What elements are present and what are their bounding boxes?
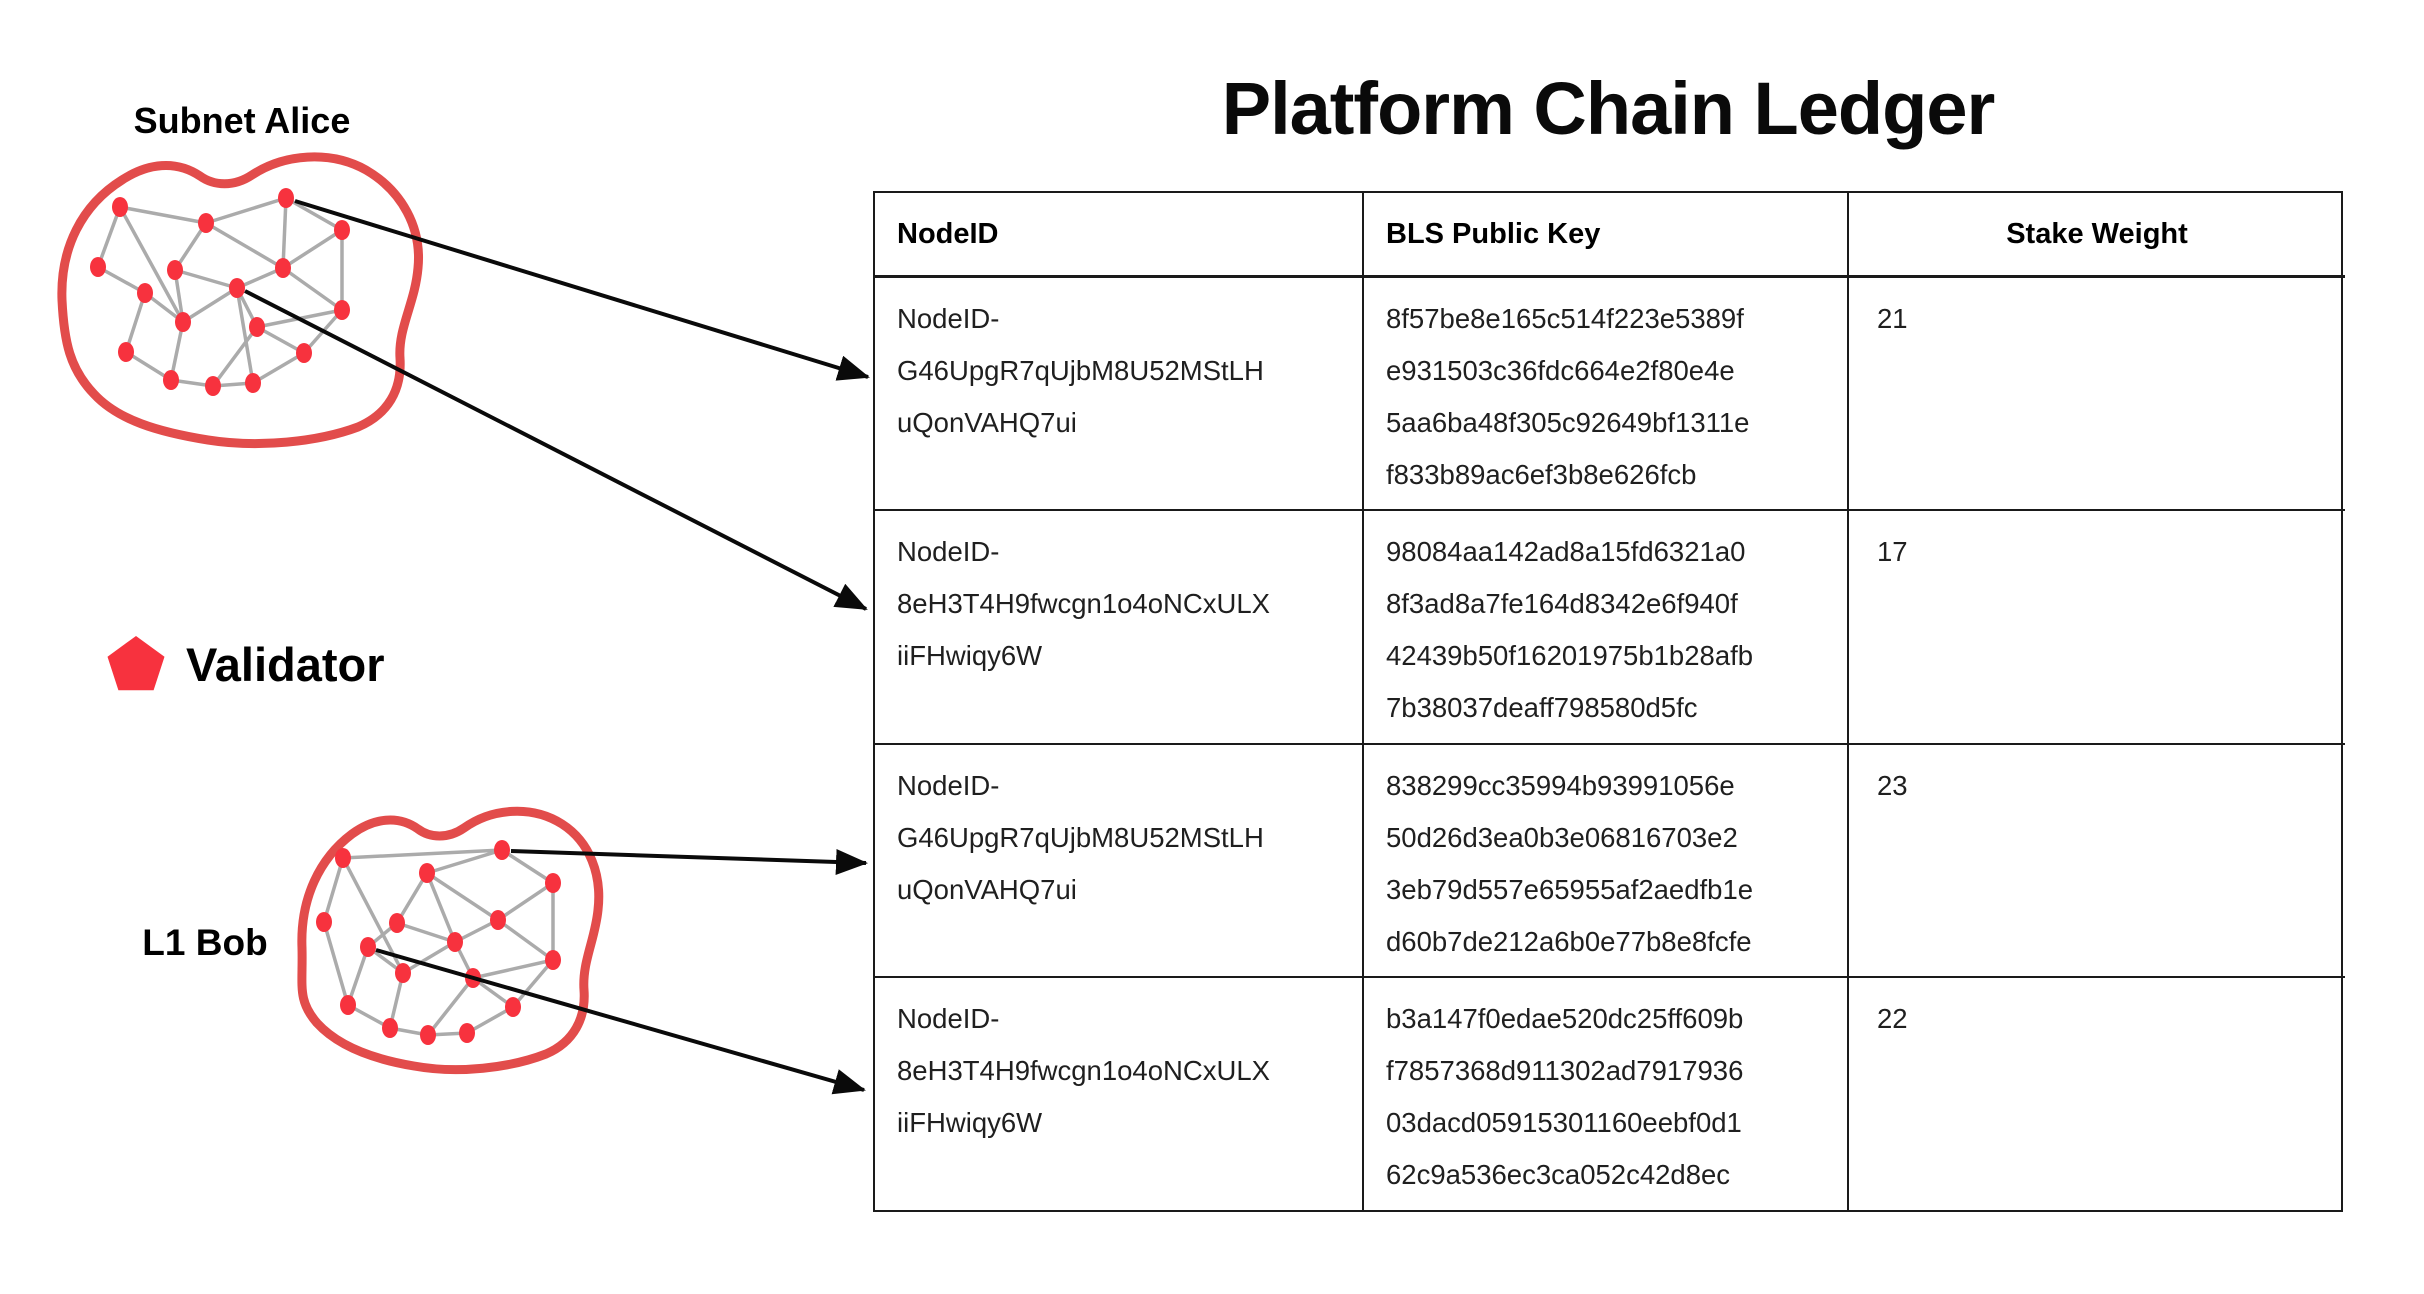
validator-legend-label: Validator	[186, 638, 385, 691]
column-header-bls-public-key: BLS Public Key	[1362, 193, 1847, 275]
row2-bls-key-cell: 98084aa142ad8a15fd6321a0 8f3ad8a7fe164d8…	[1362, 508, 1847, 743]
l1-bob-validator-nodes	[316, 840, 561, 1045]
subnet-alice-label: Subnet Alice	[133, 100, 351, 141]
row4-nodeid-cell: NodeID- 8eH3T4H9fwcgn1o4oNCxULX iiFHwiqy…	[875, 976, 1362, 1210]
arrow-bob-to-row4	[375, 948, 866, 1095]
page-title: Platform Chain Ledger	[1221, 67, 1996, 150]
mapping-arrows	[244, 199, 870, 1095]
row4-bls-key-cell: b3a147f0edae520dc25ff609b f7857368d91130…	[1362, 976, 1847, 1210]
l1-bob-boundary	[297, 806, 604, 1075]
row3-stake-weight-cell: 23	[1847, 742, 2345, 977]
row4-stake-weight-cell: 22	[1847, 976, 2345, 1210]
l1-bob-label: L1 Bob	[142, 922, 268, 963]
column-header-stake-weight: Stake Weight	[1847, 193, 2345, 275]
row3-bls-key-cell: 838299cc35994b93991056e 50d26d3ea0b3e068…	[1362, 742, 1847, 977]
row2-stake-weight-cell: 17	[1847, 508, 2345, 743]
platform-chain-ledger-table: NodeID BLS Public Key Stake Weight NodeI…	[873, 191, 2345, 1212]
arrow-alice-to-row1	[294, 199, 870, 381]
l1-bob-network	[297, 806, 604, 1075]
arrow-alice-to-row2	[244, 289, 868, 611]
subnet-alice-network	[57, 152, 423, 449]
row1-stake-weight-cell: 21	[1847, 275, 2345, 509]
row2-nodeid-cell: NodeID- 8eH3T4H9fwcgn1o4oNCxULX iiFHwiqy…	[875, 508, 1362, 743]
validator-pentagon-icon	[107, 636, 165, 691]
row1-bls-key-cell: 8f57be8e165c514f223e5389f e931503c36fdc6…	[1362, 275, 1847, 509]
column-header-nodeid: NodeID	[897, 218, 999, 250]
arrow-bob-to-row3	[510, 848, 868, 875]
subnet-alice-validator-nodes	[90, 188, 350, 396]
row3-nodeid-cell: NodeID- G46UpgR7qUjbM8U52MStLH uQonVAHQ7…	[875, 742, 1362, 977]
row1-nodeid-cell: NodeID- G46UpgR7qUjbM8U52MStLH uQonVAHQ7…	[875, 275, 1362, 509]
subnet-alice-boundary	[57, 152, 423, 449]
